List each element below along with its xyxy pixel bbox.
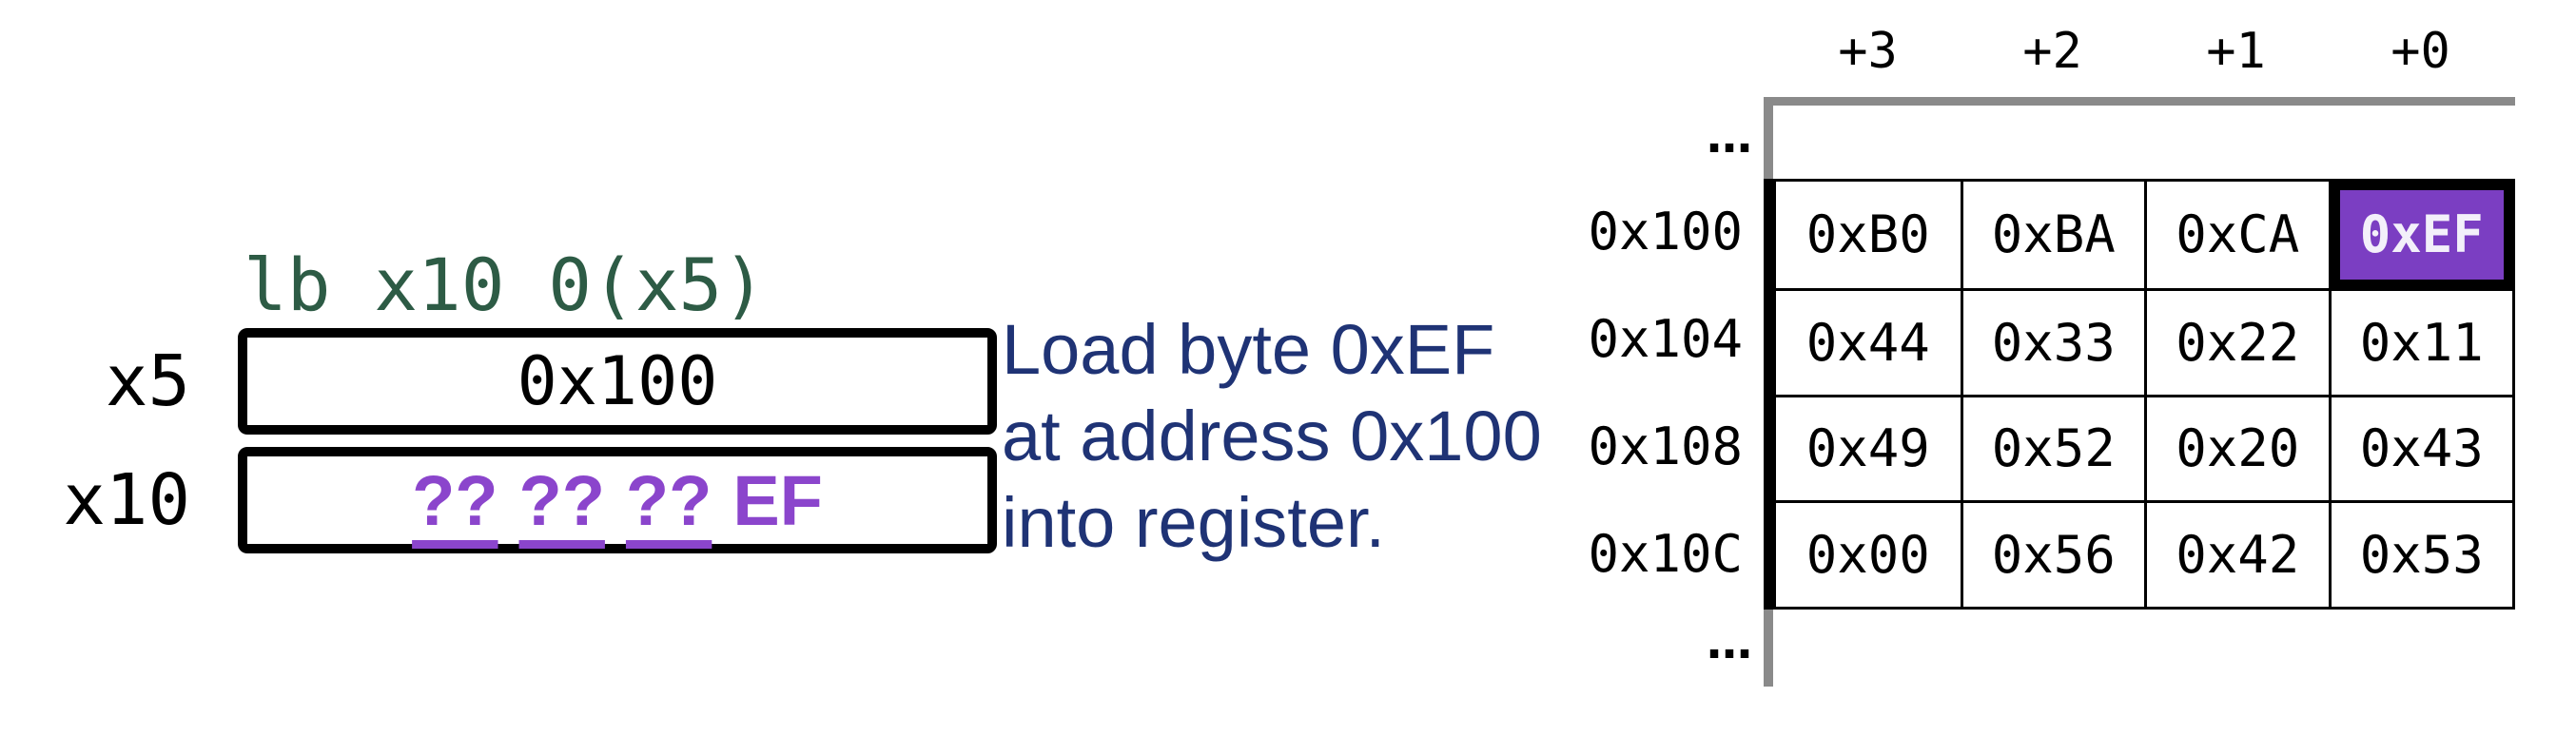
- memory-address-label: 0x104: [1588, 309, 1743, 369]
- memory-column-header-plus2: +2: [2022, 23, 2082, 80]
- register-x10-byte-2: ??: [518, 460, 605, 540]
- memory-column-header-plus3: +3: [1838, 23, 1898, 80]
- memory-column-header-plus0: +0: [2391, 23, 2450, 80]
- register-x5-value: 0x100: [517, 342, 718, 420]
- memory-cell: 0x56: [1960, 500, 2144, 607]
- memory-cell: 0x53: [2328, 500, 2512, 607]
- register-x10-byte-3: ??: [412, 460, 498, 540]
- register-x5-label: x5: [105, 340, 190, 422]
- register-x10-byte-0-loaded: EF: [732, 460, 823, 540]
- register-x10-byte-1: ??: [625, 460, 712, 540]
- description-text: Load byte 0xEF at address 0x100 into reg…: [1002, 306, 1542, 566]
- description-line-1: Load byte 0xEF: [1002, 310, 1495, 389]
- memory-cell: 0x20: [2144, 394, 2329, 501]
- memory-ellipsis-bottom: …: [1707, 616, 1752, 669]
- memory-cell: 0x22: [2144, 287, 2329, 395]
- memory-cell: 0xCA: [2144, 182, 2329, 288]
- memory-grid: 0xB0 0xBA 0xCA 0xEF 0x44 0x33 0x22 0x11 …: [1764, 179, 2515, 610]
- memory-cell: 0x11: [2328, 287, 2512, 395]
- register-x10-box: ?? ?? ?? EF: [238, 447, 997, 553]
- description-line-2: at address 0x100: [1002, 397, 1542, 475]
- memory-address-label: 0x100: [1588, 202, 1743, 261]
- register-x5-box: 0x100: [238, 328, 997, 435]
- instruction-text: lb x10 0(x5): [244, 242, 767, 327]
- memory-ellipsis-top: …: [1707, 110, 1752, 164]
- memory-cell-highlighted: 0xEF: [2328, 182, 2512, 288]
- memory-cell: 0x42: [2144, 500, 2329, 607]
- memory-cell: 0x43: [2328, 394, 2512, 501]
- memory-cell: 0x44: [1776, 287, 1961, 395]
- memory-column-header-plus1: +1: [2206, 23, 2266, 80]
- memory-top-axis-line: [1764, 97, 2515, 106]
- memory-cell: 0xBA: [1960, 182, 2145, 288]
- register-x10-label: x10: [63, 459, 190, 541]
- memory-cell: 0x49: [1776, 394, 1961, 501]
- memory-cell: 0x52: [1960, 394, 2144, 501]
- memory-address-label: 0x108: [1588, 416, 1743, 476]
- memory-cell: 0x33: [1960, 287, 2144, 395]
- memory-cell: 0xB0: [1805, 204, 1930, 265]
- memory-address-label: 0x10C: [1588, 524, 1743, 584]
- description-line-3: into register.: [1002, 483, 1386, 562]
- memory-cell: 0x00: [1776, 500, 1961, 607]
